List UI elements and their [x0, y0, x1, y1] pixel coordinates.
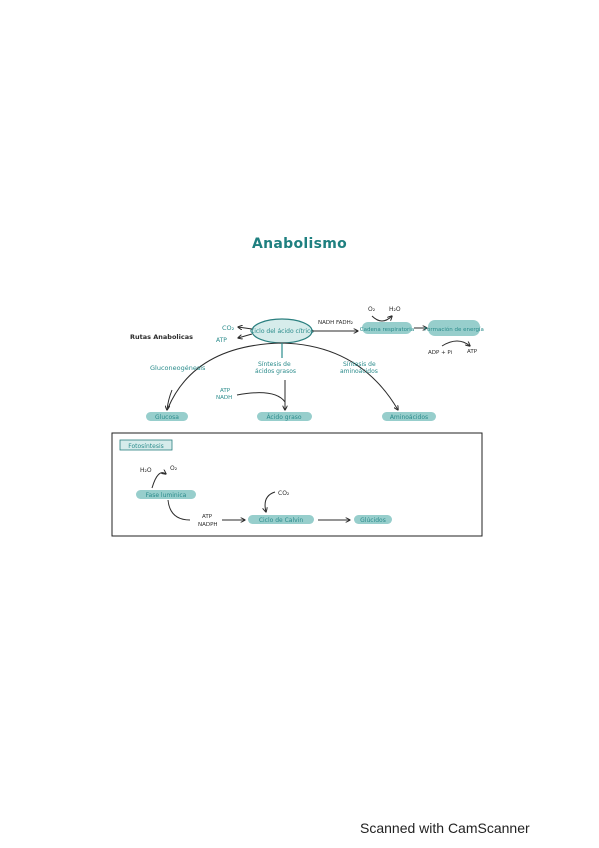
acido-graso-highlight	[257, 412, 312, 421]
fase-luminica-highlight	[136, 490, 196, 499]
o2-f-label: O₂	[170, 465, 178, 472]
calvin-highlight	[248, 515, 314, 524]
gluconeo-label: Gluconeogénesis	[150, 364, 206, 372]
glucidos-highlight	[354, 515, 392, 524]
co2-f-label: CO₂	[278, 490, 290, 497]
fase-luminica-label: Fase luminica	[146, 492, 187, 499]
formacion-label: Formación de energía	[424, 326, 484, 333]
glucosa-highlight	[146, 412, 188, 421]
atp-label-b: ATP	[220, 388, 231, 394]
fotosintesis-title: Fotosíntesis	[128, 443, 164, 450]
fotosintesis-box	[111, 432, 483, 537]
cadena-highlight	[362, 322, 412, 334]
h2o-label: H₂O	[389, 306, 401, 313]
co2-label: CO₂	[222, 324, 235, 332]
formacion-highlight	[428, 320, 480, 336]
atp-nadh-curve	[236, 392, 286, 403]
h2o-f-label: H₂O	[140, 467, 152, 474]
co2-arrow	[238, 327, 253, 329]
adp-pi-label: ADP + Pi	[428, 350, 453, 356]
atp-f-label: ATP	[202, 514, 213, 520]
camscanner-watermark: Scanned with CamScanner	[360, 820, 530, 836]
cadena-label: Cadena respiratoria	[360, 327, 414, 333]
fotosintesis-title-box	[119, 439, 173, 451]
glucosa-arrow	[167, 389, 173, 410]
nadh-fadh-label: NADH FADH₂	[318, 320, 353, 326]
atp-arrow	[238, 333, 253, 338]
aminoacidos-label: Aminoácidos	[390, 414, 428, 421]
glucosa-label: Glucosa	[155, 414, 179, 421]
acido-graso-label: Ácido graso	[266, 414, 301, 421]
atp2-label: ATP	[467, 349, 478, 355]
o2-h2o-arrow	[371, 316, 392, 322]
atp-label: ATP	[216, 337, 227, 344]
center-node-label: Ciclo del ácido cítrico	[250, 328, 314, 335]
nadph-f-label: NADPH	[198, 522, 218, 528]
nadh-label-b: NADH	[216, 395, 232, 401]
o2-label: O₂	[368, 306, 376, 313]
glucidos-label: Glúcidos	[360, 517, 386, 524]
aminoacidos-highlight	[382, 412, 436, 421]
fase-down-curve	[167, 499, 191, 521]
co2-calvin-arrow	[265, 491, 276, 512]
section-label: Rutas Anabolicas	[130, 333, 193, 341]
h2o-o2-arrow	[151, 473, 166, 489]
adp-atp-arrow	[441, 340, 470, 346]
calvin-label: Ciclo de Calvin	[259, 517, 304, 524]
page-title: Anabolismo	[251, 236, 348, 252]
